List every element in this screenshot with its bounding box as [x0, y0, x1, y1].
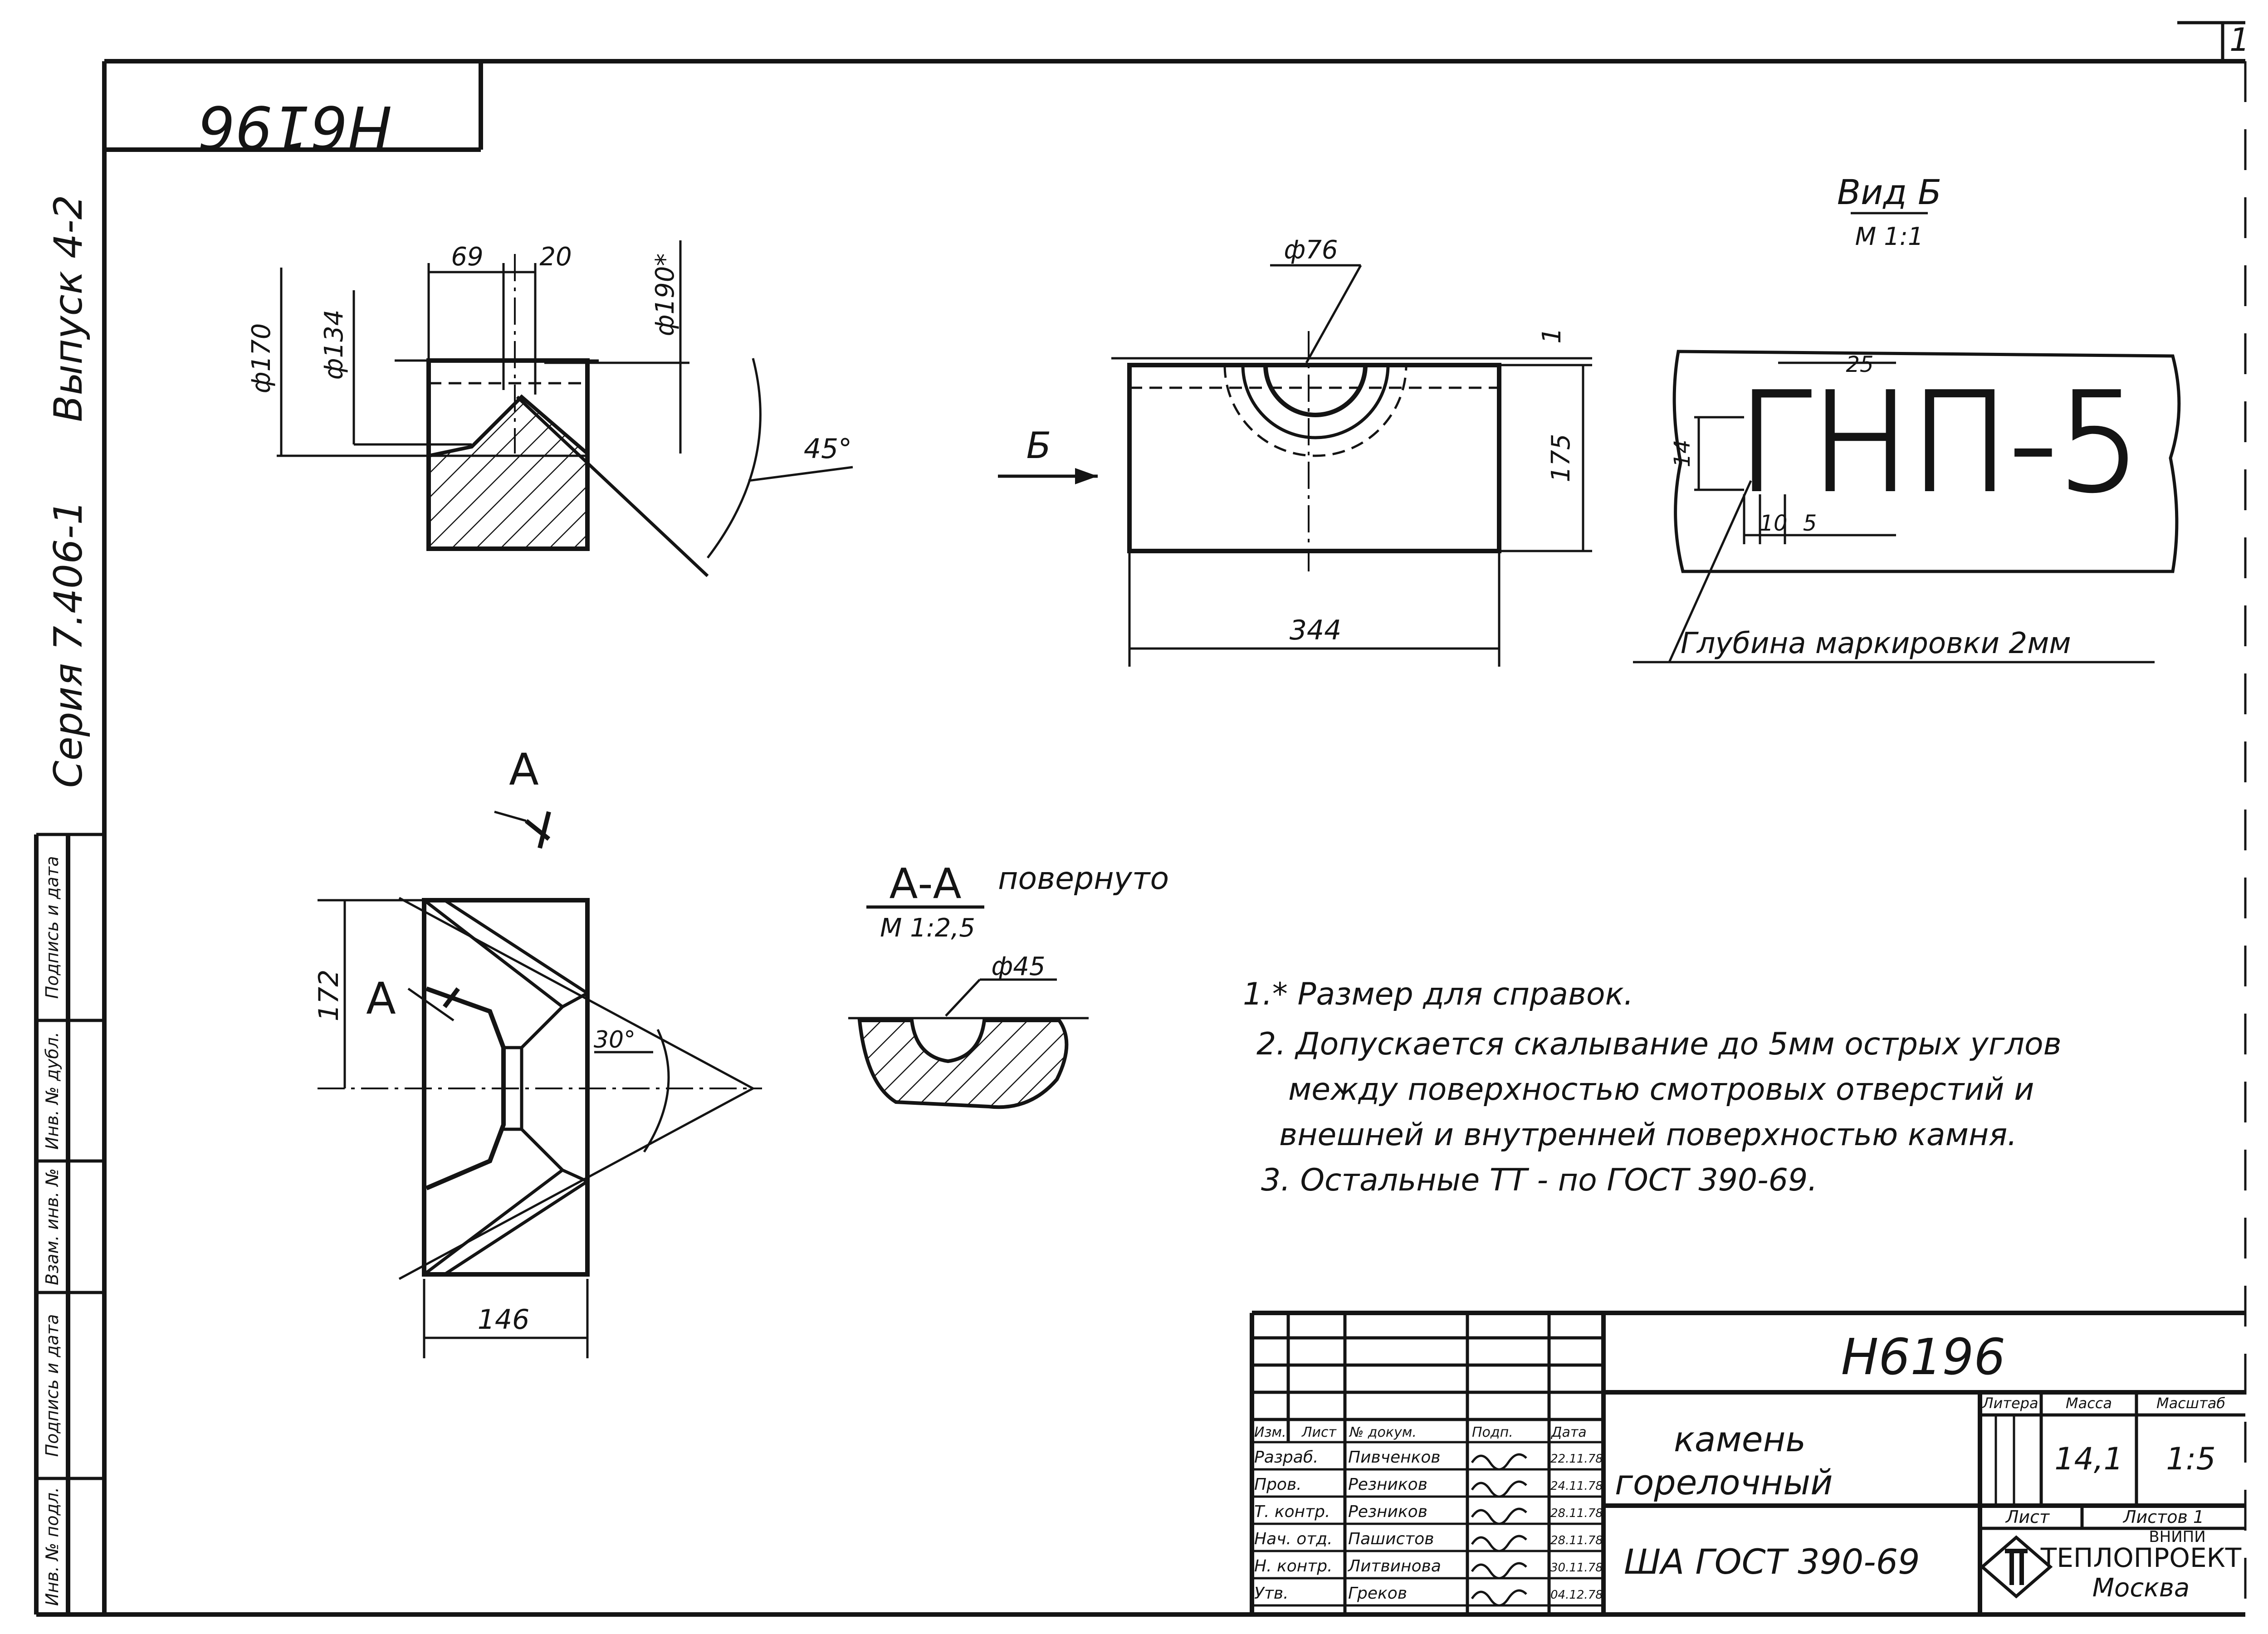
view-b-title: Вид Б [1837, 172, 1941, 212]
strip-stamp-5: Подпись и дата [42, 856, 62, 999]
tb-role-0: Разраб. [1254, 1448, 1318, 1467]
tb-name-1: Резников [1348, 1475, 1427, 1494]
section-scale: М 1:2,5 [880, 913, 975, 943]
note-2: 2. Допускается скалывание до 5мм острых … [1256, 1026, 2062, 1062]
tb-name-2: Резников [1348, 1502, 1427, 1521]
side-view: ф170 ф134 69 20 ф190* 45° [247, 240, 853, 577]
section-dim-d45: ф45 [991, 952, 1045, 981]
tb-name-5: Греков [1348, 1584, 1407, 1603]
note-2-cont-b: внешней и внутренней поверхностью камня. [1279, 1117, 2017, 1153]
corner-code-box: H6196 [104, 61, 483, 161]
side-hatched-section [427, 394, 589, 551]
notes-block: 1.* Размер для справок. 2. Допускается с… [1243, 976, 2062, 1198]
tb-litera-label: Литера [1982, 1395, 2038, 1412]
sheet-frame [36, 21, 2247, 1617]
view-b-dim-14: 14 [1670, 439, 1695, 467]
section-rotated-label: повернуто [998, 861, 1169, 897]
tb-role-2: Т. контр. [1254, 1502, 1330, 1521]
cut-label-top: А [509, 744, 539, 795]
note-1: 1.* Размер для справок. [1243, 976, 1633, 1012]
view-b-marking: ГНП-5 [1737, 364, 2141, 522]
sheet-number-mark: 1 [2229, 21, 2250, 59]
tb-sheet-label: Лист [2005, 1507, 2050, 1527]
view-b-depth-note: Глубина маркировки 2мм [1681, 627, 2071, 660]
side-dim-d170: ф170 [247, 323, 276, 394]
tb-scale-label: Масштаб [2156, 1395, 2225, 1412]
signatures [1471, 1453, 1527, 1607]
view-b-arrow-label: Б [1026, 424, 1051, 467]
tb-name-3: Пашистов [1348, 1530, 1434, 1548]
plan-view: А А 172 30° 146 [313, 744, 762, 1358]
strip-stamp-1: Инв. № подл. [42, 1487, 62, 1606]
tb-role-5: Утв. [1254, 1584, 1289, 1603]
front-dim-d76: ф76 [1284, 235, 1338, 265]
tb-col-sign: Подп. [1472, 1424, 1513, 1440]
issue-label: Выпуск 4-2 [46, 195, 91, 422]
tb-role-1: Пров. [1254, 1475, 1302, 1494]
side-dim-45deg: 45° [804, 433, 852, 465]
tb-city: Москва [2092, 1573, 2190, 1603]
tb-name-0: Пивченков [1348, 1448, 1441, 1467]
tb-date-2: 28.11.78 [1550, 1507, 1603, 1520]
view-b-dim-5: 5 [1803, 511, 1817, 536]
tb-date-3: 28.11.78 [1550, 1534, 1603, 1547]
tb-name-line1: камень [1674, 1419, 1806, 1459]
front-view: ф76 175 1 344 Б [998, 235, 1592, 667]
tb-sheets-label: Листов 1 [2122, 1507, 2204, 1527]
tb-mass-value: 14,1 [2054, 1441, 2123, 1477]
tb-org-top: ВНИПИ [2149, 1528, 2205, 1546]
tb-col-izm: Изм. [1254, 1424, 1286, 1440]
tb-col-date: Дата [1550, 1424, 1587, 1440]
side-dim-20: 20 [539, 242, 572, 272]
strip-stamp-3: Взам. инв. № [42, 1168, 62, 1285]
tb-date-4: 30.11.78 [1550, 1561, 1603, 1575]
view-b: Вид Б М 1:1 ГНП-5 25 14 10 5 Глубина мар… [1633, 172, 2181, 663]
tb-mass-label: Масса [2066, 1395, 2112, 1412]
front-dim-175: 175 [1546, 434, 1576, 483]
tb-org: ТЕПЛОПРОЕКТ [2040, 1542, 2242, 1573]
section-hatched-shape [857, 1019, 1069, 1109]
tb-name-4: Литвинова [1347, 1557, 1441, 1575]
cut-label-side: А [366, 973, 396, 1024]
section-a-a: А-А повернуто М 1:2,5 ф45 [848, 859, 1169, 1109]
view-b-scale: М 1:1 [1855, 222, 1924, 251]
note-2-cont-a: между поверхностью смотровых отверстий и [1288, 1072, 2034, 1107]
series-label: Серия 7.406-1 [46, 500, 91, 788]
tb-doc-code: Н6196 [1841, 1328, 2006, 1386]
front-dim-344: 344 [1290, 615, 1342, 646]
tb-col-list: Лист [1301, 1424, 1337, 1440]
tb-role-4: Н. контр. [1254, 1557, 1333, 1575]
view-b-dim-25: 25 [1846, 352, 1873, 377]
section-title: А-А [889, 859, 961, 908]
tb-col-doc: № докум. [1349, 1424, 1417, 1440]
plan-dim-30deg: 30° [594, 1026, 635, 1054]
front-dim-1: 1 [1537, 327, 1567, 344]
view-b-dim-10: 10 [1760, 511, 1787, 536]
org-logo [1980, 1535, 2053, 1599]
plan-dim-172: 172 [313, 970, 345, 1022]
tb-date-1: 24.11.78 [1550, 1479, 1603, 1493]
tb-role-3: Нач. отд. [1254, 1530, 1333, 1548]
tb-scale-value: 1:5 [2166, 1441, 2215, 1477]
tb-date-0: 22.11.78 [1550, 1452, 1603, 1466]
strip-stamp-2: Подпись и дата [42, 1314, 62, 1457]
strip-stamp-4: Инв. № дубл. [42, 1032, 62, 1150]
tb-date-5: 04.12.78 [1550, 1588, 1603, 1602]
left-strip: Серия 7.406-1 Выпуск 4-2 Инв. № подл. По… [34, 195, 104, 1614]
side-dim-69: 69 [451, 242, 483, 272]
side-dim-d134: ф134 [319, 310, 349, 380]
title-block: Изм. Лист № докум. Подп. Дата Разраб. Пи… [1250, 1311, 2245, 1614]
side-dim-d190: ф190* [650, 254, 680, 337]
corner-doc-code: H6196 [198, 93, 392, 161]
tb-name-line2: горелочный [1615, 1462, 1833, 1502]
tb-material: ША ГОСТ 390-69 [1624, 1541, 1920, 1582]
plan-dim-146: 146 [478, 1304, 530, 1336]
note-3: 3. Остальные ТТ - по ГОСТ 390-69. [1261, 1162, 1818, 1198]
